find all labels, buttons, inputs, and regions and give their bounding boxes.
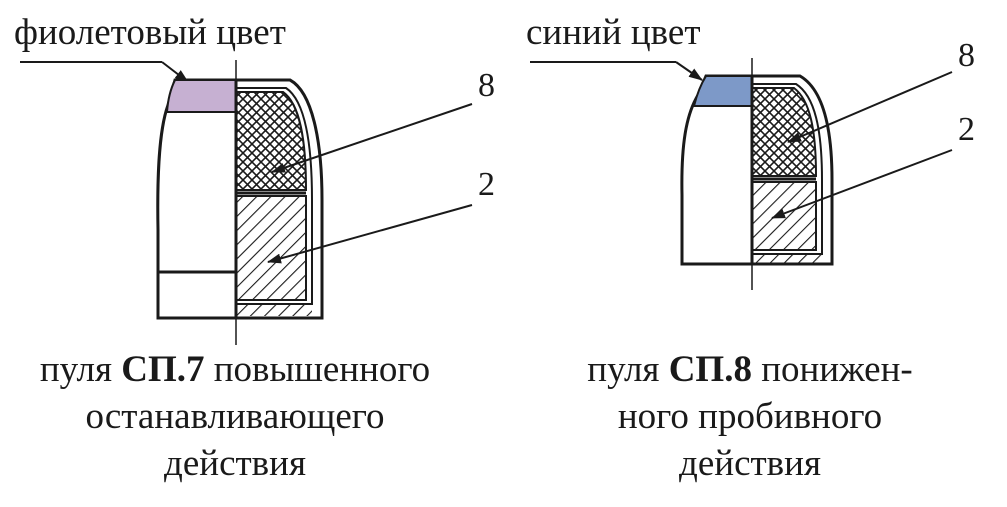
caption-line-2: останавливающего bbox=[85, 396, 385, 437]
callout-8-label: 8 bbox=[478, 67, 495, 104]
callout-2-arrow bbox=[267, 204, 473, 264]
caption-sp8: пуля СП.8 понижен- ного пробивного дейст… bbox=[520, 346, 980, 487]
core-2-hatch bbox=[235, 195, 307, 301]
callout-8-label: 8 bbox=[958, 37, 975, 74]
base-hatch bbox=[752, 254, 822, 263]
callout-2-label: 2 bbox=[478, 166, 495, 203]
bullet-name: СП.7 bbox=[121, 349, 205, 390]
caption-sp7: пуля СП.7 повышенного останавливающего д… bbox=[0, 346, 470, 487]
caption-prefix: пуля bbox=[587, 349, 669, 390]
bullet-sp7: фиолетовый цвет 8 2 bbox=[14, 12, 495, 345]
caption-line-1: пуля СП.7 повышенного bbox=[0, 346, 470, 393]
bullet-tip-blue bbox=[692, 75, 753, 107]
callout-8-arrow bbox=[787, 71, 953, 143]
core-2-hatch bbox=[751, 181, 817, 251]
jacket-inner-outline bbox=[752, 83, 823, 255]
core-8-crosshatch bbox=[751, 87, 818, 177]
caption-line-1: пуля СП.8 понижен- bbox=[520, 346, 980, 393]
bullet-body-left bbox=[156, 78, 238, 320]
color-leader-arrow bbox=[675, 61, 703, 81]
callout-8-arrow bbox=[271, 103, 473, 173]
caption-line-3: действия bbox=[164, 443, 306, 484]
jacket-inner-outline bbox=[236, 87, 313, 305]
caption-line1-rest: повышенного bbox=[204, 349, 431, 390]
bullet-name: СП.8 bbox=[668, 349, 752, 390]
caption-line-3: действия bbox=[679, 443, 821, 484]
callout-2-arrow bbox=[771, 149, 953, 219]
color-label-violet: фиолетовый цвет bbox=[14, 12, 286, 53]
caption-line-2: ного пробивного bbox=[617, 396, 883, 437]
caption-prefix: пуля bbox=[39, 349, 122, 390]
bullet-sp8: синий цвет 8 2 bbox=[526, 12, 975, 290]
callout-2-label: 2 bbox=[958, 111, 975, 148]
base-hatch bbox=[236, 304, 312, 316]
bullet-tip-violet bbox=[165, 79, 237, 113]
caption-line1-rest: понижен- bbox=[751, 349, 913, 390]
color-label-blue: синий цвет bbox=[526, 12, 701, 53]
